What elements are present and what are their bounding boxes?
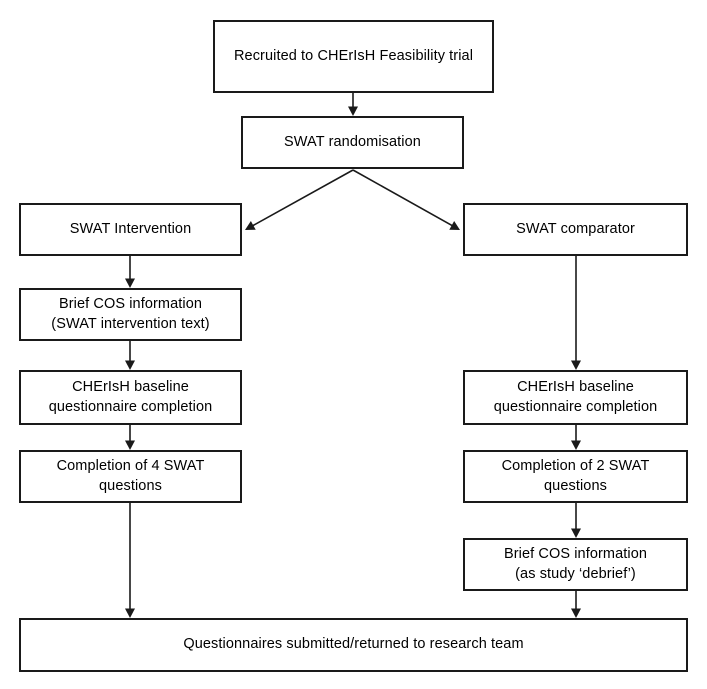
connector-line [352,169,454,227]
node-swat-intervention[interactable]: SWAT Intervention [19,203,242,256]
connector-line [251,169,354,227]
node-swat-comparator[interactable]: SWAT comparator [463,203,688,256]
connector-arrowhead [348,106,358,116]
connector-arrowhead [125,360,135,370]
connector-arrowhead [125,278,135,288]
node-questionnaires-returned[interactable]: Questionnaires submitted/returned to res… [19,618,688,672]
connector-arrowhead [571,440,581,450]
connector-arrowhead [125,440,135,450]
connector-arrowhead [449,220,460,230]
node-brief-cos-debrief[interactable]: Brief COS information (as study ‘debrief… [463,538,688,591]
node-baseline-questionnaire-right[interactable]: CHErIsH baseline questionnaire completio… [463,370,688,425]
node-swat-randomisation[interactable]: SWAT randomisation [241,116,464,169]
connector-arrowhead [125,608,135,618]
connector-arrowhead [571,528,581,538]
node-swat-questions-left[interactable]: Completion of 4 SWAT questions [19,450,242,503]
connector-arrowhead [571,608,581,618]
node-recruited[interactable]: Recruited to CHErIsH Feasibility trial [213,20,494,93]
node-brief-cos-intervention[interactable]: Brief COS information (SWAT intervention… [19,288,242,341]
connector-arrowhead [245,221,256,230]
connector-arrowhead [571,360,581,370]
node-swat-questions-right[interactable]: Completion of 2 SWAT questions [463,450,688,503]
node-baseline-questionnaire-left[interactable]: CHErIsH baseline questionnaire completio… [19,370,242,425]
